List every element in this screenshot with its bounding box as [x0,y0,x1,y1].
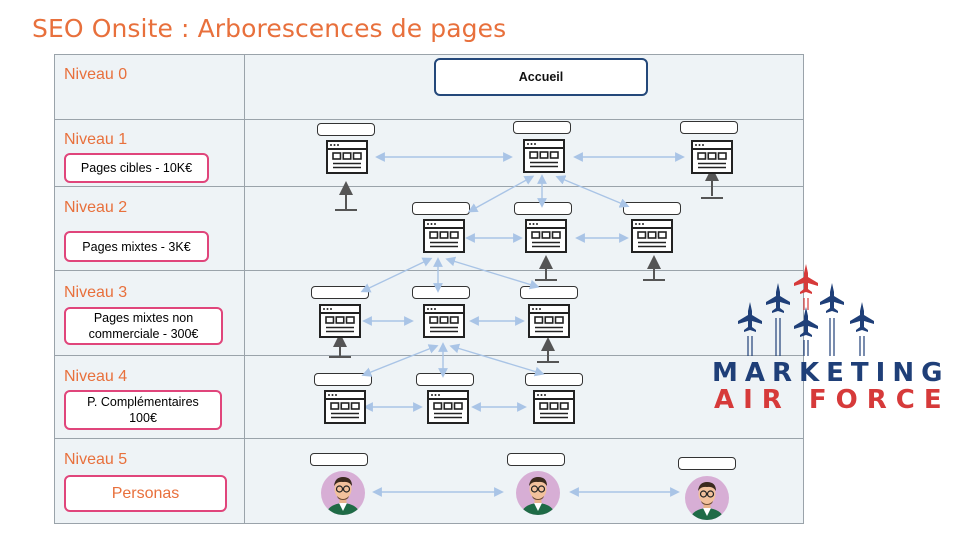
level-3-box: Pages mixtes non commerciale - 300€ [64,307,223,345]
webpage-icon [326,140,368,174]
row-divider [54,186,804,187]
row-divider [54,438,804,439]
logo-line-1: MARKETING [712,358,950,388]
node-caption [623,202,681,215]
level-5-box: Personas [64,475,227,512]
jet-icon [766,283,790,356]
level-1-box: Pages cibles - 10K€ [64,153,209,183]
webpage-icon [525,219,567,253]
level-5-label: Niveau 5 [64,451,128,468]
jet-icon [738,302,762,356]
level-4-label: Niveau 4 [64,368,128,385]
level-1-label: Niveau 1 [64,131,128,148]
jet-icon [794,264,818,310]
column-divider [244,54,245,524]
webpage-icon [319,304,361,338]
jet-icon [820,283,844,356]
node-caption [507,453,565,466]
level-4-box: P. Complémentaires 100€ [64,390,222,430]
level-2-box: Pages mixtes - 3K€ [64,231,209,262]
persona-icon [516,471,560,517]
root-node-accueil: Accueil [434,58,648,96]
persona-icon [685,476,729,522]
page-title: SEO Onsite : Arborescences de pages [32,14,507,43]
node-caption [680,121,738,134]
jet-icon [794,307,818,356]
webpage-icon [528,304,570,338]
webpage-icon [423,219,465,253]
webpage-icon [631,219,673,253]
node-caption [311,286,369,299]
webpage-icon [691,140,733,174]
node-caption [310,453,368,466]
persona-icon [321,471,365,517]
level-3-label: Niveau 3 [64,284,128,301]
node-caption [513,121,571,134]
webpage-icon [427,390,469,424]
logo-line-2: AIR FORCE [714,385,951,415]
row-divider [54,119,804,120]
level-2-label: Niveau 2 [64,199,128,216]
webpage-icon [423,304,465,338]
node-caption [314,373,372,386]
webpage-icon [324,390,366,424]
webpage-icon [533,390,575,424]
jet-icon [850,302,874,356]
webpage-icon [523,139,565,173]
node-caption [317,123,375,136]
node-caption [678,457,736,470]
level-0-label: Niveau 0 [64,66,128,83]
